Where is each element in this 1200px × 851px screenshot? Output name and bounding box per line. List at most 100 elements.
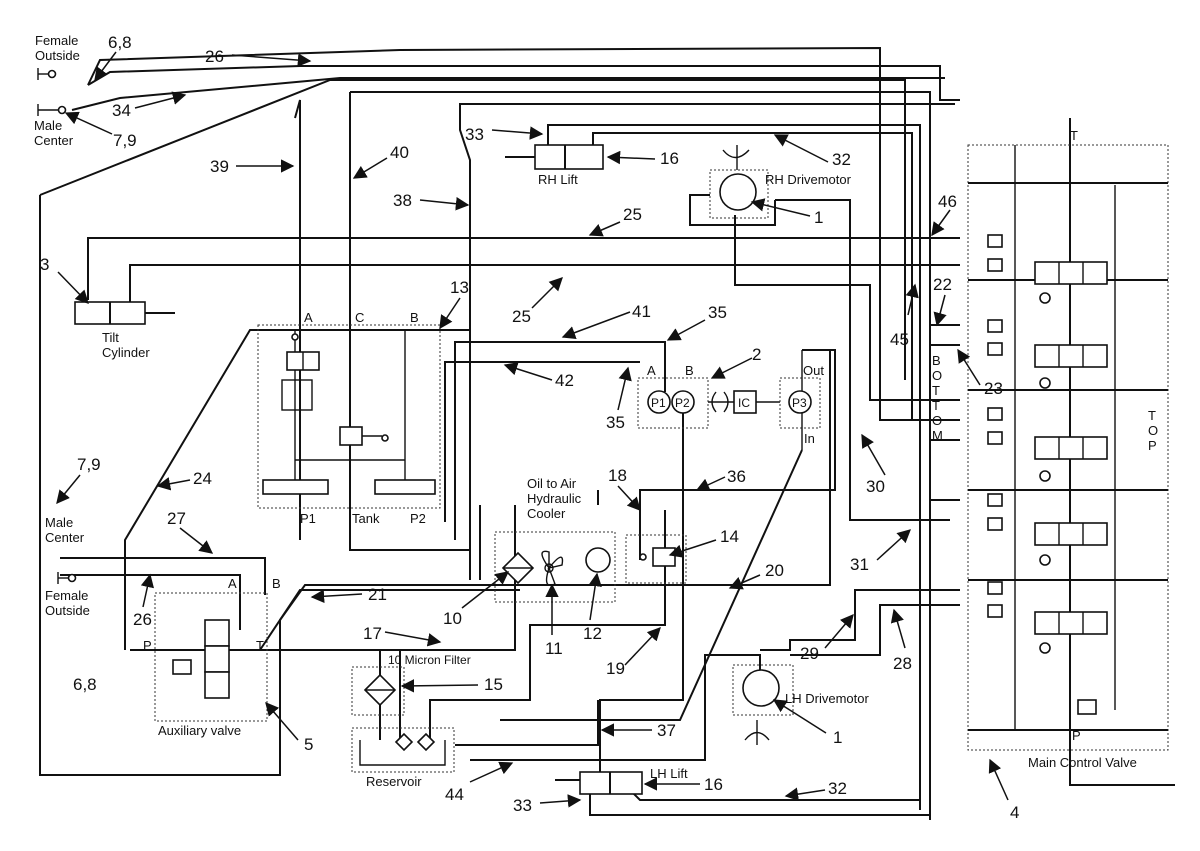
callout-36: 36 <box>727 467 746 486</box>
pump-assembly <box>637 350 821 450</box>
callout-6-8-top: 6,8 <box>108 33 132 52</box>
callout-13: 13 <box>450 278 469 297</box>
callout-6-8-left: 6,8 <box>73 675 97 694</box>
port-tank-label: Tank <box>352 511 380 526</box>
female-coupler-icon <box>57 572 77 584</box>
callout-17: 17 <box>363 624 382 643</box>
callout-34: 34 <box>112 101 131 120</box>
callout-5: 5 <box>304 735 313 754</box>
pump-p3-label: P3 <box>792 396 807 410</box>
lh-drivemotor-label: LH Drivemotor <box>785 691 869 706</box>
callout-37: 37 <box>657 721 676 740</box>
callout-46: 46 <box>938 192 957 211</box>
callout-26-left: 26 <box>133 610 152 629</box>
filter-symbol <box>351 666 405 716</box>
callout-35-b: 35 <box>606 413 625 432</box>
micron-filter-label: 10 Micron Filter <box>388 653 471 667</box>
aux-p-label: P <box>143 638 152 653</box>
callout-7-9-top: 7,9 <box>113 131 137 150</box>
reservoir-label: Reservoir <box>366 774 422 789</box>
callout-1-top: 1 <box>814 208 823 227</box>
callout-20: 20 <box>765 561 784 580</box>
callout-44: 44 <box>445 785 464 804</box>
hose-lines <box>39 46 1175 820</box>
main-control-valve-label: Main Control Valve <box>1028 755 1137 770</box>
callout-22: 22 <box>933 275 952 294</box>
cooler-assembly <box>494 531 687 603</box>
callout-27: 27 <box>167 509 186 528</box>
pump-b-label: B <box>685 363 694 378</box>
rh-drivemotor-label: RH Drivemotor <box>765 172 852 187</box>
callout-3: 3 <box>40 255 49 274</box>
pump-a-label: A <box>647 363 656 378</box>
callout-28: 28 <box>893 654 912 673</box>
port-p1-label: P1 <box>300 511 316 526</box>
aux-a-label: A <box>228 576 237 591</box>
male-coupler-icon <box>37 104 67 116</box>
rh-lift-cylinder-symbol <box>505 144 604 170</box>
lh-lift-label: LH Lift <box>650 766 688 781</box>
rh-drivemotor-symbol <box>689 145 776 226</box>
mcv-p-label: P <box>1072 728 1081 743</box>
female-coupler-icon <box>37 68 57 80</box>
pump-p2-label: P2 <box>675 396 690 410</box>
callout-23: 23 <box>984 379 1003 398</box>
port-b-label: B <box>410 310 419 325</box>
rh-lift-label: RH Lift <box>538 172 578 187</box>
callout-42: 42 <box>555 371 574 390</box>
main-control-valve-symbol <box>967 144 1169 751</box>
callout-38: 38 <box>393 191 412 210</box>
callouts: 6,8 26 34 7,9 39 40 38 33 16 32 1 25 46 … <box>40 33 1019 822</box>
tilt-cylinder-symbol <box>74 301 175 325</box>
valve-block-13 <box>257 324 441 509</box>
callout-40: 40 <box>390 143 409 162</box>
aux-b-label: B <box>272 576 281 591</box>
lh-lift-cylinder-symbol <box>555 771 643 795</box>
aux-t-label: T <box>256 638 264 653</box>
callout-10: 10 <box>443 609 462 628</box>
callout-25-a: 25 <box>623 205 642 224</box>
pump-out-label: Out <box>803 363 824 378</box>
callout-12: 12 <box>583 624 602 643</box>
pump-in-label: In <box>804 431 815 446</box>
port-a-label: A <box>304 310 313 325</box>
callout-15: 15 <box>484 675 503 694</box>
callout-7-9-left: 7,9 <box>77 455 101 474</box>
coupler-group <box>37 68 77 584</box>
pump-ic-label: IC <box>738 396 750 410</box>
auxiliary-valve-symbol <box>154 592 268 722</box>
callout-25-b: 25 <box>512 307 531 326</box>
callout-32-bottom: 32 <box>828 779 847 798</box>
callout-33-top: 33 <box>465 125 484 144</box>
port-p2-label: P2 <box>410 511 426 526</box>
callout-16-top: 16 <box>660 149 679 168</box>
callout-30: 30 <box>866 477 885 496</box>
callout-14: 14 <box>720 527 739 546</box>
callout-16-bottom: 16 <box>704 775 723 794</box>
callout-1-bottom: 1 <box>833 728 842 747</box>
callout-35-a: 35 <box>708 303 727 322</box>
callout-33-bottom: 33 <box>513 796 532 815</box>
callout-39: 39 <box>210 157 229 176</box>
callout-19: 19 <box>606 659 625 678</box>
callout-26-top: 26 <box>205 47 224 66</box>
callout-32-top: 32 <box>832 150 851 169</box>
port-c-label: C <box>355 310 364 325</box>
lh-drivemotor-symbol <box>732 664 794 745</box>
callout-21: 21 <box>368 585 387 604</box>
callout-31: 31 <box>850 555 869 574</box>
callout-41: 41 <box>632 302 651 321</box>
pump-p1-label: P1 <box>651 396 666 410</box>
callout-2: 2 <box>752 345 761 364</box>
